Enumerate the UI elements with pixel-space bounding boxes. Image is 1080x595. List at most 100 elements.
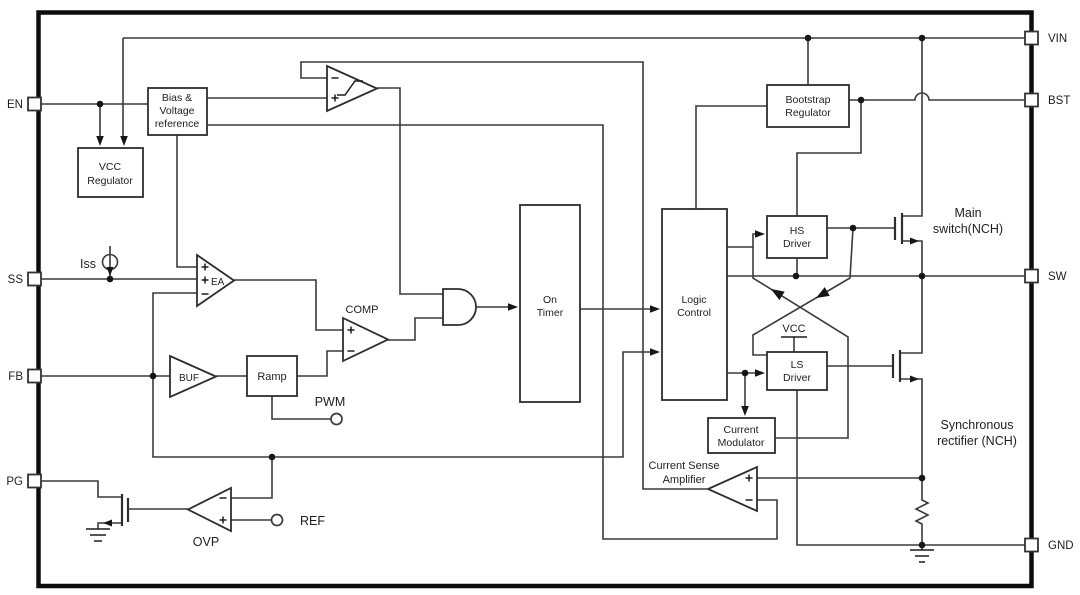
- pins-left: EN SS FB PG: [6, 96, 42, 489]
- arrow-into-ls-driver: [755, 369, 765, 377]
- vcc-regulator-label-2: Regulator: [87, 175, 133, 187]
- arrow-pg-source: [103, 519, 112, 527]
- ea-label: EA: [211, 277, 225, 288]
- wire-fb-sense-to-logic: [152, 351, 650, 458]
- vcc-label: VCC: [782, 323, 805, 335]
- arrow-into-current-modulator: [741, 406, 749, 416]
- wire-pg-source-to-ground: [97, 522, 122, 529]
- pin-ss: [27, 271, 42, 287]
- block-on-timer: On Timer: [519, 204, 581, 403]
- wire-cross-hs-gate-to-ls: [752, 227, 854, 356]
- vcc-supply-symbol: VCC: [781, 323, 807, 338]
- pin-pg-label: PG: [6, 476, 23, 488]
- pin-sw-label: SW: [1048, 271, 1067, 283]
- block-ls-driver: LS Driver: [766, 351, 828, 391]
- wire-bst-to-hs-driver: [796, 100, 862, 216]
- wire-sync-source: [900, 378, 923, 478]
- iss-arrow: [106, 267, 114, 276]
- arrow-into-vcc-regulator-2: [96, 136, 104, 146]
- wire-fb-to-ea-minus: [152, 292, 197, 376]
- pin-fb-label: FB: [8, 371, 23, 383]
- junction-dots: [96, 34, 926, 549]
- pin-fb: [27, 368, 42, 384]
- wire-main-drain-to-vin: [902, 38, 923, 217]
- wire-comparator-to-and: [377, 87, 443, 295]
- mosfet-sync-rectifier: [891, 350, 902, 382]
- csa-plus-mark: [745, 474, 753, 482]
- iss-label: Iss: [80, 257, 96, 271]
- comp-plus-mark: [347, 326, 355, 334]
- mosfet-pg-pulldown: [120, 494, 130, 526]
- arrow-into-on-timer: [508, 303, 518, 311]
- ovp-label: OVP: [193, 535, 219, 549]
- pin-en: [27, 96, 42, 112]
- arrow-cross-to-ls: [816, 287, 830, 298]
- arrowheads: [96, 136, 919, 527]
- hs-driver-label-1: HS: [790, 225, 805, 237]
- csa-label-1: Current Sense: [649, 460, 720, 472]
- ramp-label: Ramp: [257, 371, 286, 383]
- buffer-amplifier: [169, 354, 219, 399]
- current-modulator-label-2: Modulator: [718, 437, 765, 449]
- wire-ls-driver-return: [796, 390, 922, 546]
- ground-symbol-pg: [86, 528, 110, 542]
- wire-pg-to-drain: [41, 480, 122, 498]
- pin-en-label: EN: [7, 99, 23, 111]
- sync-rectifier-label-1: Synchronous: [941, 418, 1014, 432]
- ls-driver-label-2: Driver: [783, 372, 812, 384]
- bootstrap-label-2: Regulator: [785, 107, 831, 119]
- block-ramp: Ramp: [246, 355, 298, 397]
- logic-control-label-1: Logic: [681, 294, 706, 306]
- pins-right: VIN BST SW GND: [1024, 30, 1074, 553]
- arrow-into-vcc-regulator-1: [120, 136, 128, 146]
- pwm-comparator: [342, 316, 391, 363]
- wire-bias-to-ea-plus: [176, 135, 197, 268]
- wire-comp-to-and: [388, 317, 443, 341]
- wire-bootstrap-to-logic: [695, 105, 767, 209]
- ls-driver-label-1: LS: [791, 359, 804, 371]
- on-timer-label-2: Timer: [537, 307, 564, 319]
- hysteresis-icon: [337, 80, 363, 96]
- wire-ramp-to-pwm: [271, 396, 331, 420]
- arrow-into-logic-2: [650, 348, 660, 356]
- block-current-modulator: Current Modulator: [707, 417, 776, 454]
- wire-bias-to-csa-minus: [207, 124, 778, 540]
- bias-label-3: reference: [155, 118, 200, 130]
- wire-ea-to-comp-plus: [234, 279, 343, 331]
- bootstrap-label-1: Bootstrap: [786, 94, 831, 106]
- ea-plus-top-mark: [201, 263, 209, 271]
- pin-bst: [1024, 92, 1039, 108]
- vcc-regulator-label-1: VCC: [99, 161, 122, 173]
- wire-csa-out-to-comparator-minus: [300, 61, 707, 490]
- wires: [41, 37, 1025, 546]
- on-timer-label-1: On: [543, 294, 557, 306]
- block-vcc-regulator: VCC Regulator: [77, 147, 144, 198]
- arrow-sync-source: [910, 375, 919, 383]
- arrow-cross-to-hs: [771, 289, 785, 301]
- arrow-into-logic-1: [650, 305, 660, 313]
- iss-current-source: [101, 253, 119, 276]
- wire-sync-drain-to-sw: [900, 276, 923, 354]
- block-bias-reference: Bias & Voltage reference: [147, 87, 208, 136]
- block-bootstrap-regulator: Bootstrap Regulator: [766, 84, 850, 128]
- pin-gnd-label: GND: [1048, 540, 1074, 552]
- arrow-main-source: [910, 237, 919, 245]
- current-sense-amplifier: [705, 465, 758, 513]
- bias-label-1: Bias &: [162, 92, 192, 104]
- arrow-into-hs-driver: [755, 230, 765, 238]
- ovp-comparator: [185, 486, 232, 533]
- pwm-terminal: [330, 412, 343, 426]
- hs-driver-label-2: Driver: [783, 238, 812, 250]
- ref-label: REF: [300, 514, 325, 528]
- comparator-plus-mark: [331, 94, 339, 102]
- ic-boundary: [36, 10, 1034, 589]
- pwm-label: PWM: [315, 395, 346, 409]
- current-modulator-label-1: Current: [723, 424, 758, 436]
- pin-sw: [1024, 268, 1039, 284]
- csa-label-2: Amplifier: [663, 474, 706, 486]
- buf-label: BUF: [179, 373, 199, 384]
- error-amplifier: [196, 253, 236, 308]
- bias-label-2: Voltage: [159, 105, 194, 117]
- wire-fb-to-ovp-minus: [231, 457, 273, 499]
- comp-label: COMP: [346, 304, 379, 316]
